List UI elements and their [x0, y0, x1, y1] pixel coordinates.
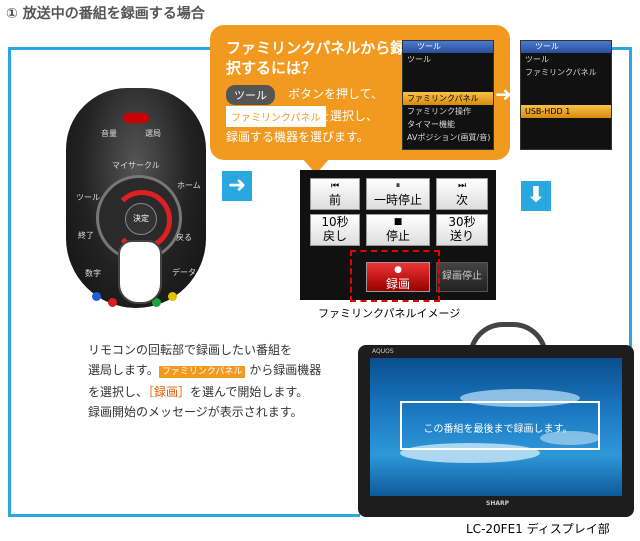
brand-sharp: SHARP — [486, 500, 510, 507]
menu-item[interactable] — [521, 92, 611, 105]
menu-item-usb-hdd[interactable]: USB-HDD 1 — [521, 105, 611, 118]
frame-border-top — [8, 47, 218, 50]
green-button[interactable] — [152, 298, 161, 307]
number-label: 数字 — [85, 269, 101, 278]
enter-button[interactable]: 決定 — [125, 203, 157, 235]
back-label: 戻る — [176, 233, 192, 242]
volume-label: 音量 — [101, 129, 117, 138]
mycycle-label: マイサークル — [112, 161, 160, 170]
page-heading: ① 放送中の番組を録画する場合 — [6, 6, 205, 22]
record-button[interactable]: ●録画 — [366, 262, 430, 292]
pause-button[interactable]: ⏸一時停止 — [366, 178, 430, 210]
familink-panel-badge: ファミリンクパネル — [158, 366, 246, 378]
red-button[interactable] — [108, 298, 117, 307]
screen-titlebar: ツール — [403, 41, 493, 53]
menu-item-familink-panel[interactable]: ファミリンクパネル — [403, 92, 493, 105]
menu-item[interactable]: AVポジション(画質/音) — [407, 133, 491, 142]
familink-panel-image: ⏮前 ⏸一時停止 ⏭次 10秒 戻し ■停止 30秒 送り ●録画 録画停止 — [300, 170, 496, 300]
brand-aquos: AQUOS — [372, 348, 394, 355]
panel-caption: ファミリンクパネルイメージ — [318, 307, 461, 320]
tv-screen — [370, 358, 622, 496]
skip30-button[interactable]: 30秒 送り — [436, 214, 488, 246]
menu-item[interactable]: ファミリンクパネル — [525, 68, 597, 77]
tool-label: ツール — [76, 193, 100, 202]
blue-button[interactable] — [92, 292, 101, 301]
frame-border-right — [629, 47, 632, 347]
frame-border-bottom — [8, 514, 360, 517]
menu-item[interactable] — [521, 131, 611, 144]
message-box — [400, 401, 600, 450]
yellow-button[interactable] — [168, 292, 177, 301]
menu-item[interactable]: ツール — [525, 55, 549, 64]
menu-item[interactable] — [521, 118, 611, 131]
record-highlight: ［録画］ — [148, 385, 191, 399]
callout-line3: 録画する機器を選びます。 — [226, 130, 369, 144]
menu-item[interactable]: ツール — [407, 55, 431, 64]
prev-button[interactable]: ⏮前 — [310, 178, 360, 210]
menu-item[interactable]: タイマー機能 — [407, 120, 455, 129]
channel-label: 選局 — [145, 129, 161, 138]
desc-line: 選局します。ファミリンクパネル から録画機器 — [88, 363, 322, 378]
data-label: データ — [172, 268, 196, 277]
end-label: 終了 — [78, 231, 94, 240]
description-text: リモコンの回転部で録画したい番組を 選局します。ファミリンクパネル から録画機器… — [88, 340, 338, 422]
power-button[interactable] — [123, 113, 149, 123]
familink-panel-badge: ファミリンクパネル — [226, 106, 326, 127]
desc-line: 録画開始のメッセージが表示されます。 — [88, 405, 303, 419]
desc-line: を選択し、［録画］を選んで開始します。 — [88, 385, 309, 399]
arrow-down-icon: ⬇ — [521, 181, 551, 211]
screen-titlebar: ツール — [521, 41, 611, 53]
callout-line1: ボタンを押して、 — [288, 87, 384, 101]
frame-border-left — [8, 47, 11, 517]
callout-line2: を選択し、 — [318, 109, 379, 123]
arrow-right-icon: ➜ — [222, 171, 252, 201]
phone-screen-tool-menu: ツール ツール ファミリンクパネル ファミリンク操作 タイマー機能 AVポジショ… — [402, 40, 494, 150]
pointing-hand-icon — [118, 240, 162, 304]
next-button[interactable]: ⏭次 — [436, 178, 488, 210]
arrow-right-icon: ➜ — [495, 82, 512, 106]
tv-handle — [468, 322, 548, 367]
menu-item[interactable] — [403, 79, 493, 92]
tv-message: この番組を最後まで録画します。 — [423, 424, 573, 435]
desc-line: リモコンの回転部で録画したい番組を — [88, 343, 293, 357]
menu-item[interactable]: ファミリンク操作 — [407, 107, 471, 116]
home-label: ホーム — [177, 181, 201, 190]
tool-button-label: ツール — [226, 85, 275, 105]
stop-button[interactable]: ■停止 — [366, 214, 430, 246]
record-highlight-box — [350, 250, 440, 302]
menu-item[interactable] — [403, 66, 493, 79]
back10-button[interactable]: 10秒 戻し — [310, 214, 360, 246]
menu-item[interactable] — [521, 79, 611, 92]
phone-screen-familink: ツール ツール ファミリンクパネル USB-HDD 1 — [520, 40, 612, 150]
stop-record-button[interactable]: 録画停止 — [436, 262, 488, 292]
tv-caption: LC-20FE1 ディスプレイ部 — [466, 522, 610, 536]
